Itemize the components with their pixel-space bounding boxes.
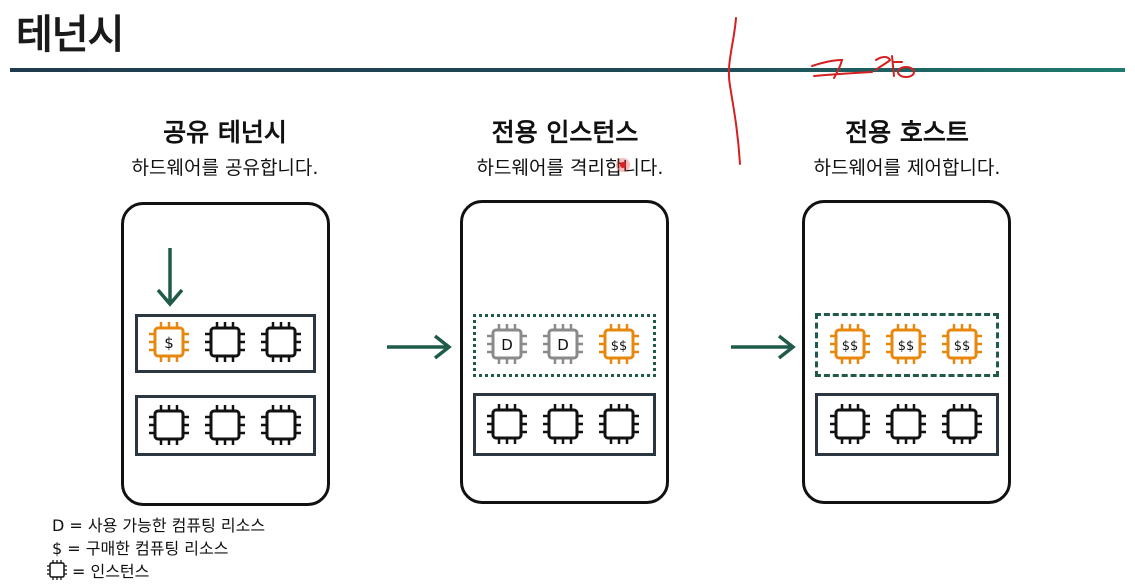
handwritten-vertical-stroke bbox=[727, 17, 741, 165]
chip-icon bbox=[261, 405, 301, 445]
chip-available-icon: D bbox=[543, 324, 583, 364]
shared-bottom-tray bbox=[135, 395, 316, 456]
shared-tenancy-subtitle: 하드웨어를 공유합니다. bbox=[131, 157, 319, 179]
chip-icon bbox=[261, 322, 301, 362]
arrow-down-icon bbox=[156, 248, 184, 307]
shared-top-tray bbox=[135, 314, 316, 373]
dedicated-instance-title: 전용 인스턴스 bbox=[491, 118, 639, 147]
shared-tenancy-title: 공유 테넌시 bbox=[163, 118, 287, 147]
chip-icon bbox=[149, 405, 189, 445]
handwritten-scribble bbox=[811, 55, 915, 79]
chip-label: D bbox=[557, 336, 569, 354]
chip-label: $$ bbox=[611, 339, 628, 354]
legend-d-line: D = 사용 가능한 컴퓨팅 리소스 bbox=[52, 516, 266, 535]
chip-purchased-icon: $$ bbox=[599, 324, 639, 364]
dedicated-host-title: 전용 호스트 bbox=[845, 118, 969, 147]
chip-label: D bbox=[501, 336, 513, 354]
dedicated-instance-bottom-tray bbox=[473, 393, 656, 456]
arrow-right-icon bbox=[731, 334, 796, 360]
chip-purchased-icon: $$ bbox=[886, 324, 926, 364]
chip-label: $$ bbox=[954, 339, 971, 354]
title-divider bbox=[10, 68, 1125, 72]
arrow-right-icon bbox=[387, 334, 452, 360]
chip-label: $$ bbox=[898, 339, 915, 354]
dedicated-instance-subtitle: 하드웨어를 격리합니다. bbox=[476, 157, 664, 179]
chip-purchased-icon: $$ bbox=[830, 324, 870, 364]
chip-icon bbox=[205, 322, 245, 362]
chip-available-icon: D bbox=[487, 324, 527, 364]
chip-label: $ bbox=[164, 334, 174, 352]
chip-icon bbox=[543, 404, 583, 444]
chip-label: $$ bbox=[842, 339, 859, 354]
chip-purchased-icon: $ bbox=[149, 322, 189, 362]
page-title: 테넌시 bbox=[16, 12, 124, 58]
chip-icon bbox=[942, 404, 982, 444]
chip-icon bbox=[886, 404, 926, 444]
chip-icon bbox=[205, 405, 245, 445]
chip-icon bbox=[830, 404, 870, 444]
chip-icon bbox=[599, 404, 639, 444]
instance-chip-icon bbox=[47, 560, 67, 580]
pointer-marker bbox=[616, 158, 630, 172]
chip-icon bbox=[487, 404, 527, 444]
chip-purchased-icon: $$ bbox=[942, 324, 982, 364]
legend-dollar-line: $ = 구매한 컴퓨팅 리소스 bbox=[52, 539, 229, 558]
dedicated-instance-top-tray bbox=[473, 314, 656, 377]
dedicated-host-subtitle: 하드웨어를 제어합니다. bbox=[813, 157, 1001, 179]
dedicated-host-top-tray bbox=[815, 313, 999, 377]
dedicated-host-bottom-tray bbox=[815, 393, 999, 456]
legend-chip-line: = 인스턴스 bbox=[72, 562, 150, 581]
